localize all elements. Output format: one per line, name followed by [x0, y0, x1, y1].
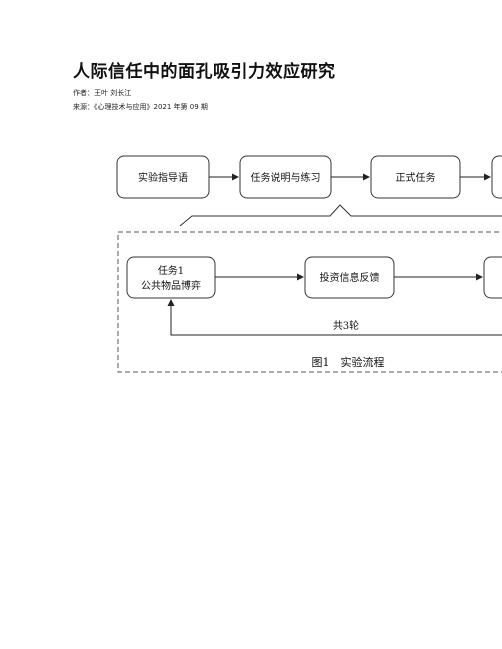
- box-instructions-label: 实验指导语: [138, 171, 188, 184]
- dashed-container: [117, 231, 502, 373]
- box-cutoff-2: [483, 256, 502, 299]
- box-task1-line1: 任务1: [158, 264, 184, 277]
- box-task1-line2: 公共物品博弈: [141, 279, 201, 292]
- figure-caption: 图1 实验流程: [312, 355, 385, 369]
- callout-shape: [179, 204, 502, 227]
- source-line: 来源：《心理技术与应用》2021 年第 09 期: [73, 103, 208, 111]
- box-task-explanation-label: 任务说明与练习: [251, 171, 321, 184]
- box-cutoff: [491, 155, 502, 199]
- loop-label: 共3轮: [333, 319, 359, 332]
- box-formal-task-label: 正式任务: [396, 171, 436, 184]
- document-title: 人际信任中的面孔吸引力效应研究: [73, 62, 336, 82]
- box-feedback-label: 投资信息反馈: [320, 271, 380, 284]
- loop-arrow: [167, 299, 502, 336]
- author-line: 作者：王叶 刘长江: [73, 89, 132, 97]
